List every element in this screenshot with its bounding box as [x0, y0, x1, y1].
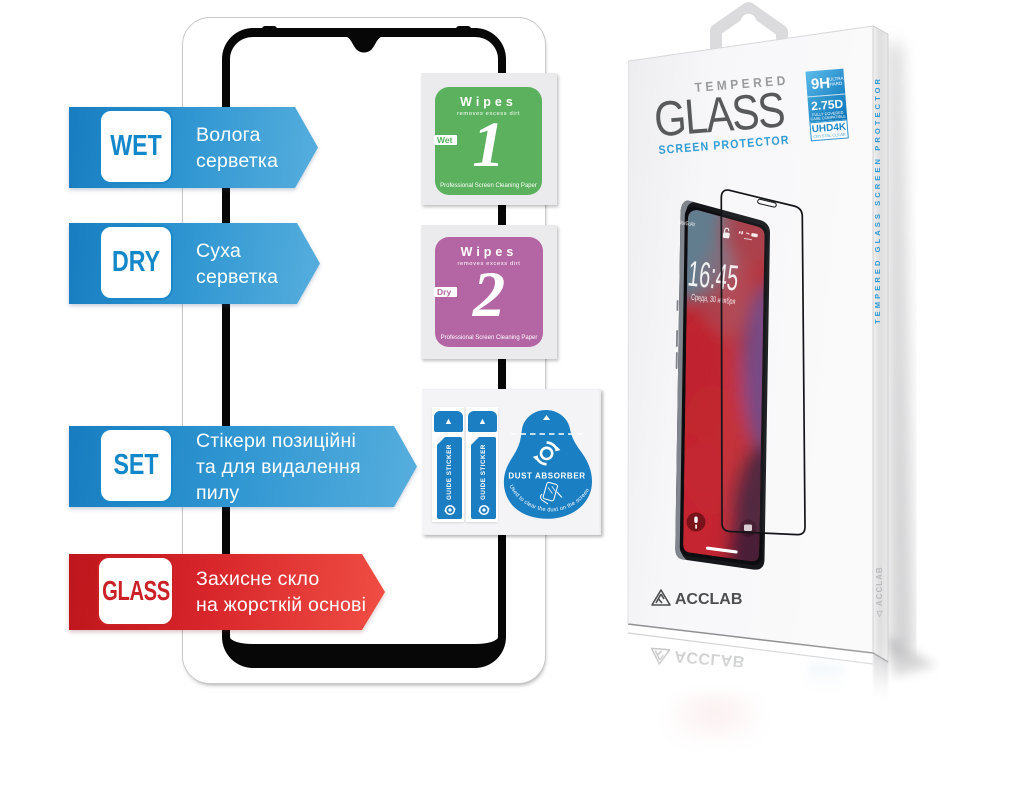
svg-text:WeeGoAir: WeeGoAir [678, 219, 696, 229]
svg-text:Среда, 30 ноября: Среда, 30 ноября [691, 293, 736, 307]
svg-text:DUST ABSORBER: DUST ABSORBER [508, 472, 585, 481]
svg-text:16:45: 16:45 [686, 255, 740, 300]
